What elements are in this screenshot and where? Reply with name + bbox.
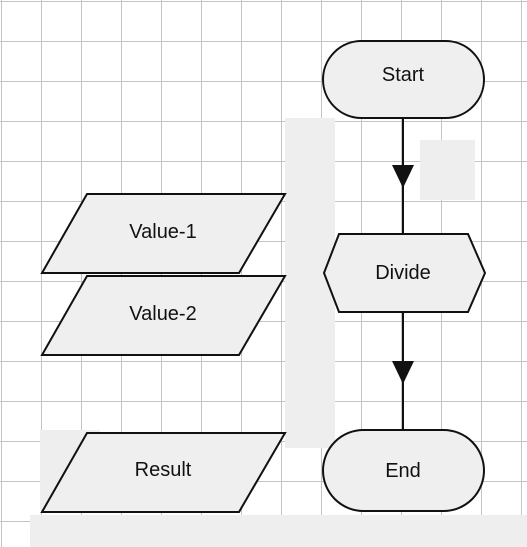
background-smudge bbox=[30, 515, 527, 547]
end-label: End bbox=[385, 460, 421, 482]
arrowhead-icon bbox=[392, 361, 414, 384]
end-terminator[interactable]: End bbox=[322, 429, 485, 512]
result-output[interactable]: Result bbox=[40, 432, 287, 513]
background-smudge bbox=[285, 118, 335, 448]
value-1-input[interactable]: Value-1 bbox=[40, 193, 287, 274]
background-smudge bbox=[420, 140, 475, 200]
value-1-label: Value-1 bbox=[129, 221, 196, 243]
start-terminator[interactable]: Start bbox=[322, 40, 485, 119]
result-label: Result bbox=[135, 459, 192, 481]
connector-start-to-divide bbox=[392, 118, 414, 234]
value-2-input[interactable]: Value-2 bbox=[40, 275, 287, 356]
value-2-label: Value-2 bbox=[129, 303, 196, 325]
start-label: Start bbox=[382, 64, 425, 86]
divide-label: Divide bbox=[375, 262, 431, 284]
divide-process[interactable]: Divide bbox=[322, 233, 487, 313]
connector-divide-to-end bbox=[392, 312, 414, 430]
arrowhead-icon bbox=[392, 165, 414, 188]
